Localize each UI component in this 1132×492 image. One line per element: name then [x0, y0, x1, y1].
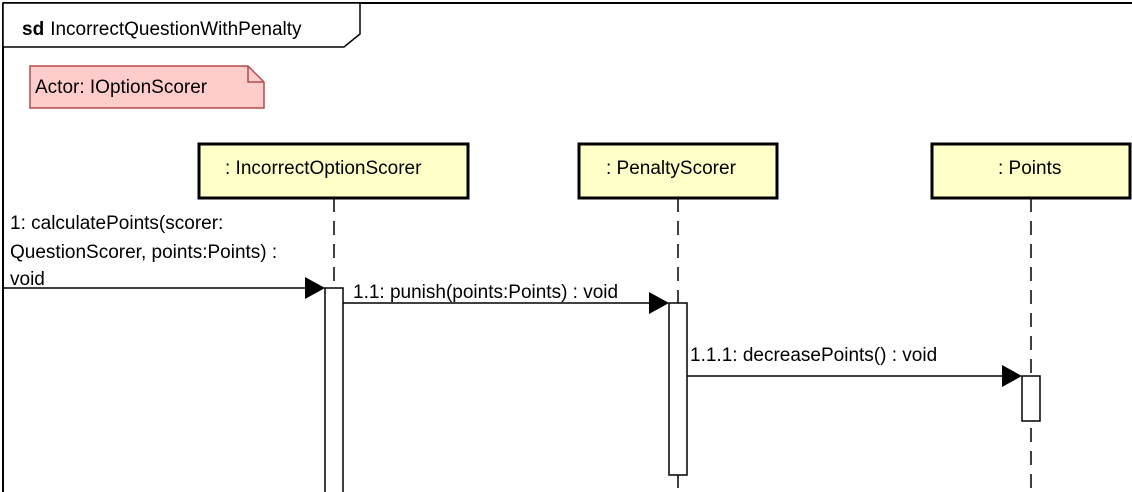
- activation-bar-penalty-scorer: [668, 302, 688, 476]
- lifeline-incorrect-option-scorer: : IncorrectOptionScorer: [197, 142, 470, 492]
- note-text: Actor: IOptionScorer: [35, 77, 208, 98]
- lifeline-label-points: : Points: [998, 158, 1061, 179]
- frame-title-tab: [2, 2, 361, 48]
- frame-keyword: sd: [22, 19, 44, 40]
- note-body: [29, 65, 265, 109]
- actor-note: Actor: IOptionScorer: [29, 65, 265, 109]
- message-arrowhead-calculate-points: [305, 277, 325, 299]
- message-label-decrease-points: 1.1.1: decreasePoints() : void: [690, 345, 937, 366]
- lifeline-head-points: [930, 142, 1132, 200]
- lifeline-points: : Points: [930, 142, 1132, 492]
- lifeline-head-incorrect-option-scorer: [197, 142, 470, 200]
- message-decrease-points: 1.1.1: decreasePoints() : void: [687, 345, 1022, 387]
- message-calculate-points: 1: calculatePoints(scorer: QuestionScore…: [3, 213, 325, 299]
- activation-bar-incorrect-option-scorer: [324, 287, 344, 492]
- message-label-calculate-points-line-3: void: [10, 269, 45, 290]
- lifeline-label-incorrect-option-scorer: : IncorrectOptionScorer: [225, 158, 422, 179]
- message-label-calculate-points-line-2: QuestionScorer, points:Points) :: [10, 242, 277, 263]
- frame-name: IncorrectQuestionWithPenalty: [50, 19, 302, 40]
- activation-bar-points: [1021, 375, 1041, 422]
- message-label-calculate-points-line-1: 1: calculatePoints(scorer:: [10, 213, 223, 234]
- lifeline-head-penalty-scorer: [577, 142, 779, 200]
- lifeline-label-penalty-scorer: : PenaltyScorer: [606, 158, 737, 179]
- message-arrowhead-punish: [649, 292, 669, 314]
- message-punish: 1.1: punish(points:Points) : void: [343, 282, 669, 314]
- lifeline-penalty-scorer: : PenaltyScorer: [577, 142, 779, 492]
- message-arrowhead-decrease-points: [1002, 365, 1022, 387]
- message-label-punish: 1.1: punish(points:Points) : void: [353, 282, 618, 303]
- note-fold: [247, 66, 264, 83]
- frame-title: sd IncorrectQuestionWithPenalty: [22, 19, 302, 40]
